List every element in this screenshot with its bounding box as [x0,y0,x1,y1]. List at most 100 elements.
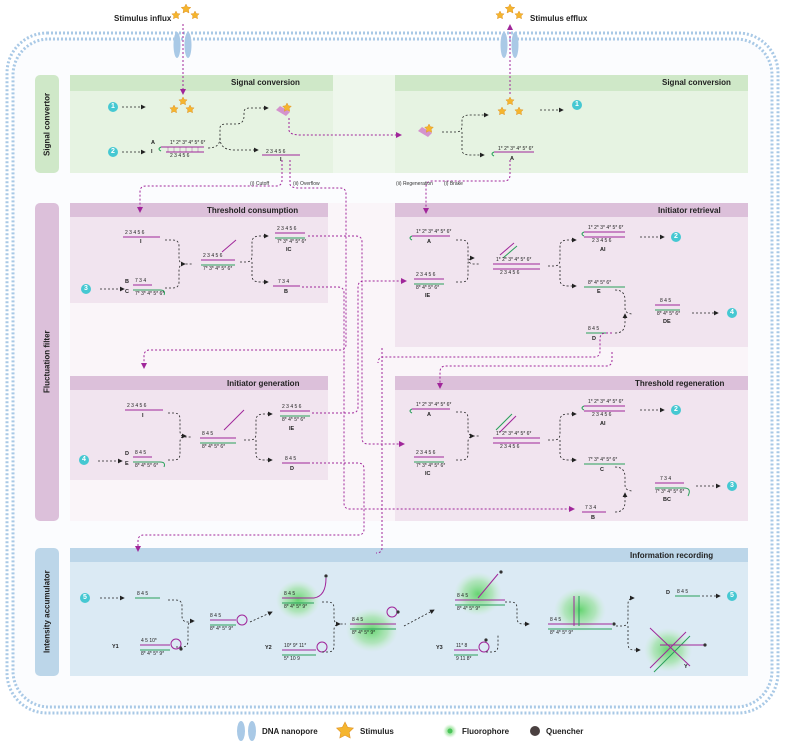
sequence-label: 1* 2* 3* 4* 5* 6* [588,399,624,405]
badge-2: 2 [671,405,681,415]
sequence-label: 8 4 5 [588,326,600,332]
sequence-label: 2 3 4 5 6 [125,230,145,236]
sequence-label: 2 3 4 5 6 [170,153,190,159]
side-box-accumulator [35,548,59,676]
sequence-label: 8 4 5 [550,617,562,623]
sequence-label: 11* 8 [456,643,468,649]
badge-5: 5 [80,593,90,603]
legend-nanopore-label: DNA nanopore [262,727,318,736]
nanopore-influx [173,32,192,58]
sequence-label: 2 3 4 5 6 [416,450,436,456]
strand-label: B [284,289,288,295]
badge-1: 1 [572,100,582,110]
strand-label: I [142,413,144,419]
sequence-label: 2 3 4 5 6 [500,270,520,276]
sequence-label: 8 4 5 [135,450,147,456]
badge-4: 4 [727,308,737,318]
sequence-label: 1* 2* 3* 4* 5* 6* [416,229,452,235]
sequence-label: 1* 2* 3* 4* 5* 6* [498,146,534,152]
efflux-label: Stimulus efflux [530,14,588,23]
module-signal-convertor: Signal convertor [42,92,52,156]
sequence-label: 7 3 4 [135,278,147,284]
sequence-label: 8 4 5 [137,591,149,597]
badge-2: 2 [671,232,681,242]
badge-2: 2 [108,147,118,157]
strand-label: D [125,451,129,457]
cue-brake: (i) Brake [444,181,463,187]
strand-label: DE [663,319,671,325]
legend-fluorophore-label: Fluorophore [462,727,510,736]
sequence-label: 10* 9* 11* [284,643,307,649]
strand-label: Y [684,664,688,670]
sequence-label: 7* 3* 4* 5* 6* [135,291,165,297]
sequence-label: 8 4 5 [284,591,296,597]
strand-label: C [125,289,129,295]
strand-label: IE [425,293,431,299]
sequence-label: 8* 4* 5* 9* [352,630,376,636]
strand-label: B [125,279,129,285]
sequence-label: 8* 4* 5* 9* [550,630,574,636]
panel-title-initiator-generation: Initiator generation [227,379,300,388]
sequence-label: 2 3 4 5 6 [592,412,612,418]
sequence-label: 1* 2* 3* 4* 5* 6* [496,431,532,437]
stimulus-stars-outflow [495,3,524,116]
sequence-label: 9 11 8* [456,656,472,662]
sequence-label: 8* 4* 5* 9* [457,606,481,612]
strand-label: D [592,336,596,342]
sequence-label: 1* 2* 3* 4* 5* 6* [170,140,206,146]
badge-3: 3 [727,481,737,491]
sequence-label: 2 3 4 5 6 [282,404,302,410]
sequence-label: 8 4 5 [210,613,222,619]
sequence-label: 5* 10 9 [284,656,300,662]
side-box-convertor [35,75,59,173]
strand-label: IC [425,471,431,477]
strand-label: C [600,467,604,473]
sequence-label: 8* 4* 5* 6* [202,444,226,450]
strand-label: A [427,412,431,418]
sequence-label: 7* 3* 4* 5* 6* [588,457,618,463]
panel-title-signal-conversion-left: Signal conversion [231,78,300,87]
cue-cutoff: (i) Cutoff [250,181,270,187]
nanopore-efflux [500,32,519,58]
sequence-label: 8* 4* 5* 6* [282,417,306,423]
strand-label: I [140,239,142,245]
sequence-label: 2 3 4 5 6 [266,149,286,155]
strand-label: I [151,149,153,155]
strand-label: D [290,466,294,472]
strand-label: A [510,156,514,162]
cue-overflow: (ii) Overflow [293,181,320,187]
strand-label: IC [286,247,292,253]
sequence-label: 7 3 4 [278,279,290,285]
sequence-label: 8 4 5 [457,593,469,599]
sequence-label: 8* 4* 5* 9* [141,651,165,657]
strand-label: Y1 [112,644,119,650]
sequence-label: 1* 2* 3* 4* 5* 6* [496,257,532,263]
panel-title-threshold-regeneration: Threshold regeneration [635,379,725,388]
sequence-label: 7 3 4 [585,505,597,511]
legend-graphics [237,721,540,741]
sequence-label: 8 4 5 [660,298,672,304]
sequence-label: 7* 3* 4* 5* 6* [655,489,685,495]
badge-3: 3 [81,284,91,294]
strand-label: B [591,515,595,521]
strand-label: I [280,157,282,163]
module-intensity-accumulator: Intensity accumulator [42,570,52,654]
panel-title-signal-conversion-right: Signal conversion [662,78,731,87]
strand-label: A [151,140,155,146]
badge-5: 5 [727,591,737,601]
strand-label: A [427,239,431,245]
sequence-label: 8* 4* 5* 9* [284,604,308,610]
sequence-label: 8 4 5 [285,456,297,462]
sequence-label: 7 3 4 [660,476,672,482]
strand-label: D [666,590,670,596]
strand-label: AI [600,421,606,427]
module-fluctuation-filter: Fluctuation filter [42,330,52,394]
strand-label: E [597,289,601,295]
sequence-label: 2 3 4 5 6 [127,403,147,409]
sequence-label: 7* 3* 4* 5* 6* [203,266,233,272]
badge-4: 4 [79,455,89,465]
sequence-label: 2 3 4 5 6 [592,238,612,244]
strand-label: E [125,461,129,467]
